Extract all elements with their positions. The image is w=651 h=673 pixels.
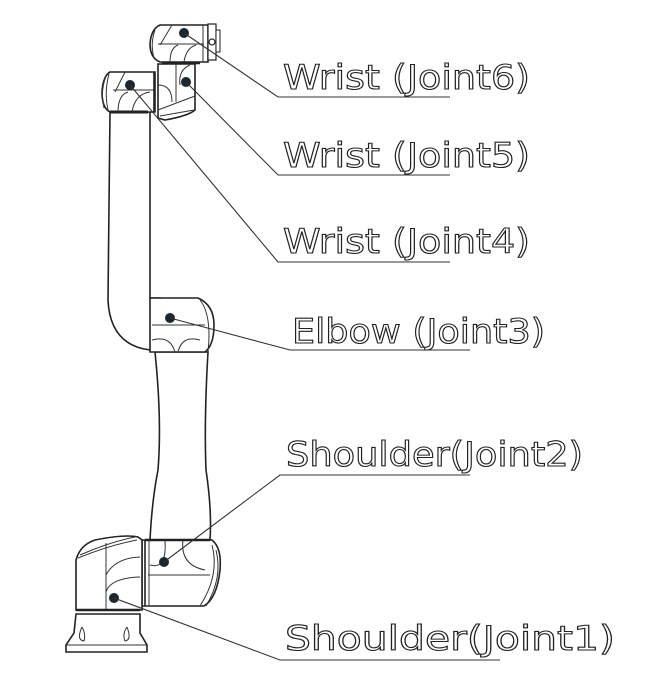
lower-arm <box>149 351 212 541</box>
shoulder-joint2 <box>141 538 222 607</box>
label-joint1: Shoulder(Joint1) <box>285 619 615 659</box>
leader-joint2 <box>163 474 470 563</box>
shoulder-joint1-base <box>65 535 148 653</box>
label-joint2: Shoulder(Joint2) <box>286 435 583 475</box>
label-joint4: Wrist (Joint4) <box>283 222 530 262</box>
leader-joint6 <box>183 32 450 98</box>
wrist-joint6 <box>149 23 221 65</box>
leader-joint4 <box>129 84 450 263</box>
label-joint3: Elbow (Joint3) <box>292 312 545 352</box>
label-joint6: Wrist (Joint6) <box>283 58 530 98</box>
leader-joint1 <box>113 597 500 661</box>
wrist-joint5 <box>157 63 196 121</box>
leader-joint3 <box>169 317 470 351</box>
leader-lines <box>113 32 500 661</box>
leader-joint5 <box>185 81 450 176</box>
elbow-joint3 <box>149 297 215 353</box>
label-joint5: Wrist (Joint5) <box>283 136 530 176</box>
